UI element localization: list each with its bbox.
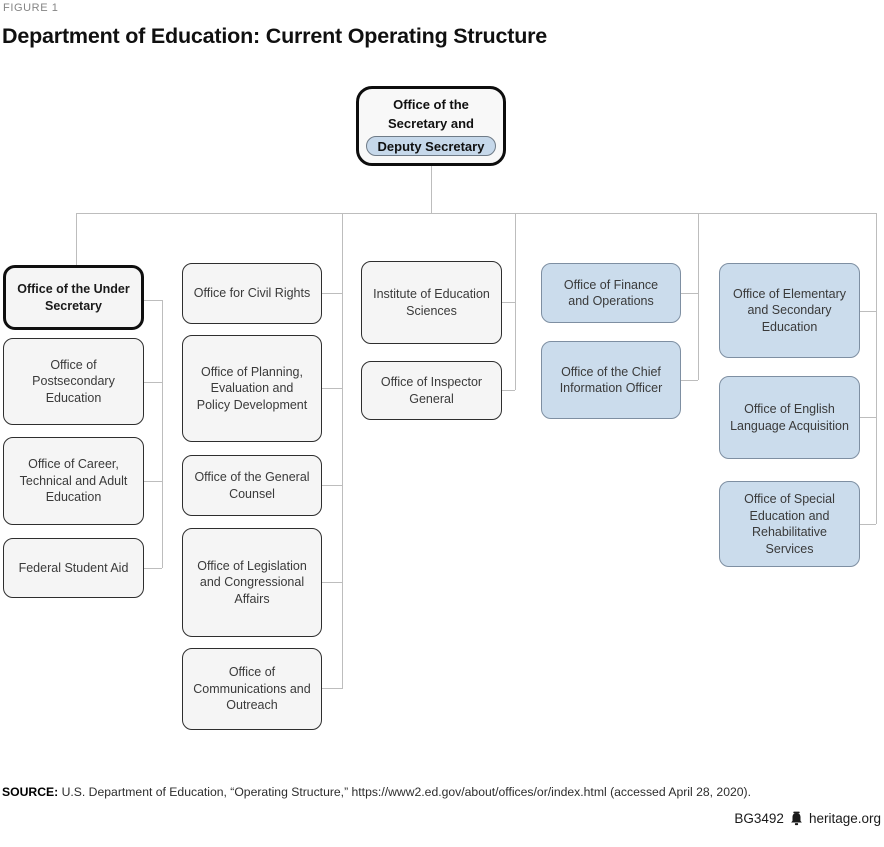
- connector: [502, 302, 515, 303]
- connector: [322, 293, 342, 294]
- secretary-line2: Secretary and: [388, 115, 474, 131]
- org-box-under-secretary: Office of the Under Secretary: [3, 265, 144, 330]
- source-note: SOURCE: U.S. Department of Education, “O…: [2, 785, 751, 799]
- connector: [76, 213, 77, 265]
- connector: [322, 688, 342, 689]
- figure-label: FIGURE 1: [3, 2, 59, 14]
- connector: [860, 417, 876, 418]
- connector: [144, 568, 162, 569]
- org-box-inspector-general: Office of Inspector General: [361, 361, 502, 420]
- connector: [515, 213, 516, 390]
- org-box-elementary-secondary: Office of Elementary and Secondary Educa…: [719, 263, 860, 358]
- connector: [322, 485, 342, 486]
- connector: [860, 311, 876, 312]
- org-box-civil-rights: Office for Civil Rights: [182, 263, 322, 324]
- deputy-secretary-badge: Deputy Secretary: [365, 136, 497, 157]
- org-box-planning-evaluation: Office of Planning, Evaluation and Polic…: [182, 335, 322, 442]
- source-text: U.S. Department of Education, “Operating…: [58, 785, 751, 799]
- connector: [322, 388, 342, 389]
- org-box-special-education: Office of Special Education and Rehabili…: [719, 481, 860, 567]
- connector: [681, 380, 698, 381]
- page-title: Department of Education: Current Operati…: [2, 24, 548, 48]
- connector: [876, 213, 877, 524]
- org-box-communications-outreach: Office of Communications and Outreach: [182, 648, 322, 730]
- footer: BG3492 heritage.org: [734, 811, 881, 826]
- connector: [698, 213, 699, 380]
- org-box-secretary: Office of the Secretary and Deputy Secre…: [356, 86, 506, 166]
- org-box-institute-education-sciences: Institute of Education Sciences: [361, 261, 502, 344]
- connector: [502, 390, 515, 391]
- org-box-chief-information-officer: Office of the Chief Information Officer: [541, 341, 681, 419]
- connector: [322, 582, 342, 583]
- org-box-career-technical-adult: Office of Career, Technical and Adult Ed…: [3, 437, 144, 525]
- org-box-general-counsel: Office of the General Counsel: [182, 455, 322, 516]
- org-box-federal-student-aid: Federal Student Aid: [3, 538, 144, 598]
- connector: [144, 300, 163, 301]
- connector: [144, 481, 162, 482]
- heritage-bell-icon: [791, 811, 802, 826]
- org-box-postsecondary-education: Office of Postsecondary Education: [3, 338, 144, 425]
- site-link: heritage.org: [808, 811, 881, 826]
- org-box-legislation-congressional: Office of Legislation and Congressional …: [182, 528, 322, 637]
- secretary-line1: Office of the: [393, 96, 469, 112]
- connector: [76, 213, 876, 214]
- connector: [431, 166, 432, 213]
- connector: [162, 300, 163, 568]
- connector: [860, 524, 876, 525]
- report-id: BG3492: [734, 811, 784, 826]
- connector: [144, 382, 162, 383]
- connector: [342, 213, 343, 689]
- connector: [681, 293, 698, 294]
- org-box-finance-operations: Office of Finance and Operations: [541, 263, 681, 323]
- source-label: SOURCE:: [2, 785, 59, 799]
- org-box-english-language: Office of English Language Acquisition: [719, 376, 860, 459]
